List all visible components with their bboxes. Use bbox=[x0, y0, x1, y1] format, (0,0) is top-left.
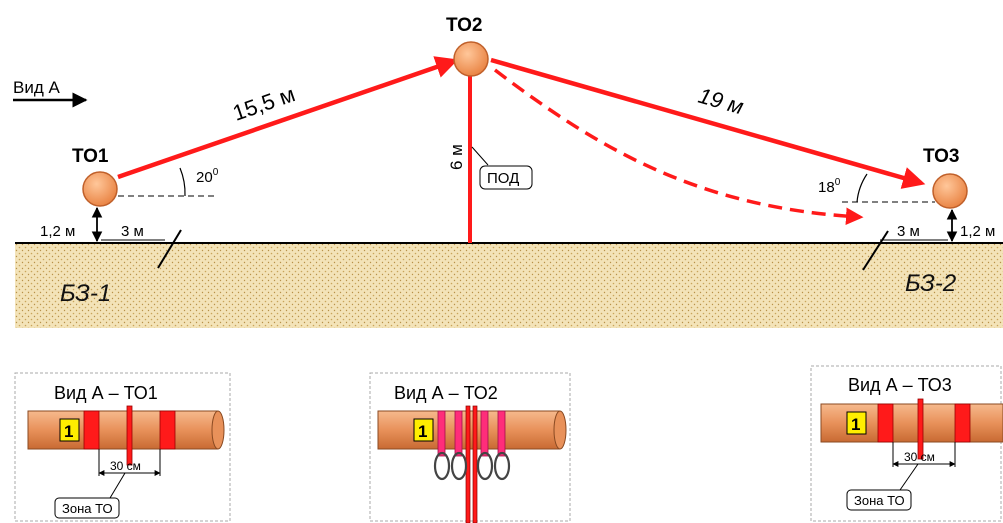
angle-left-value: 200 bbox=[196, 167, 219, 186]
zone-boundary-left bbox=[157, 229, 182, 269]
mast-note-callout bbox=[471, 146, 489, 166]
detail-to1-zone: Зона ТО bbox=[62, 501, 113, 516]
detail-to1-pipe bbox=[27, 410, 219, 450]
node-to2-label: ТО2 bbox=[446, 15, 482, 36]
zone-boundary-right bbox=[862, 230, 889, 271]
detail-to3-zone-box bbox=[846, 489, 912, 511]
ground-area bbox=[15, 243, 1003, 328]
angle-left-arc bbox=[179, 167, 186, 197]
detail-to3-band-right bbox=[954, 403, 971, 443]
node-to3-label: ТО3 bbox=[923, 146, 959, 167]
detail-to2-carabiner-1 bbox=[433, 451, 451, 481]
detail-to3-zone: Зона ТО bbox=[854, 493, 905, 508]
detail-to3-rope bbox=[917, 398, 924, 460]
view-arrow-label: Вид А bbox=[13, 78, 60, 97]
detail-to1-zone-box bbox=[54, 497, 120, 519]
span-right-rope bbox=[490, 57, 926, 189]
detail-panel-to2: Вид А – ТО2 1 bbox=[369, 372, 571, 523]
dim-left-offset: 3 м bbox=[121, 223, 144, 240]
detail-to3-band-left bbox=[877, 403, 894, 443]
detail-to1-band-right bbox=[159, 410, 176, 450]
detail-to1-width: 30 см bbox=[110, 459, 141, 473]
angle-right-value: 180 bbox=[818, 177, 841, 196]
detail-to2-clamp-4 bbox=[497, 410, 506, 457]
detail-to2-title: Вид А – ТО2 bbox=[394, 383, 498, 403]
span-right-sag bbox=[493, 68, 864, 225]
detail-to1-number-box bbox=[59, 418, 80, 442]
dim-right-offset: 3 м bbox=[897, 223, 920, 240]
detail-to1-band-left bbox=[83, 410, 100, 450]
zone-label-left: БЗ-1 bbox=[60, 280, 111, 307]
node-to2 bbox=[453, 41, 489, 77]
detail-to2-number-box bbox=[413, 418, 434, 442]
detail-to3-title: Вид А – ТО3 bbox=[848, 375, 952, 395]
detail-panel-to1: Вид А – ТО1 1 30 см Зона ТО bbox=[14, 372, 231, 522]
detail-panel-to3: Вид А – ТО3 1 30 см Зона ТО bbox=[810, 365, 1003, 522]
node-to1 bbox=[82, 171, 118, 207]
detail-to1-title: Вид А – ТО1 bbox=[54, 383, 158, 403]
detail-to3-number: 1 bbox=[851, 415, 860, 434]
node-to1-label: ТО1 bbox=[72, 146, 109, 167]
detail-to2-clamp-2 bbox=[454, 410, 463, 457]
node-to3 bbox=[932, 173, 968, 209]
detail-to2-clamp-1 bbox=[437, 410, 446, 457]
span-right-length: 19 м bbox=[696, 83, 747, 120]
mast-height-label: 6 м bbox=[447, 144, 466, 170]
detail-to3-number-box bbox=[846, 411, 867, 435]
dim-right-height: 1,2 м bbox=[960, 223, 995, 240]
detail-to1-rope bbox=[126, 405, 133, 466]
detail-to2-carabiner-4 bbox=[493, 451, 511, 481]
angle-right-arc bbox=[856, 173, 868, 203]
detail-to2-number: 1 bbox=[418, 422, 427, 441]
detail-to2-clamp-3 bbox=[480, 410, 489, 457]
mast-note-box bbox=[479, 165, 533, 190]
span-left-rope bbox=[117, 56, 459, 180]
detail-to3-width: 30 см bbox=[904, 450, 935, 464]
mast-note-label: ПОД bbox=[487, 170, 519, 187]
zone-label-right: БЗ-2 bbox=[905, 270, 956, 297]
detail-to2-carabiner-3 bbox=[476, 451, 494, 481]
detail-to2-rope-b bbox=[472, 405, 478, 523]
detail-to2-carabiner-2 bbox=[450, 451, 468, 481]
detail-to1-number: 1 bbox=[64, 422, 73, 441]
dim-left-height: 1,2 м bbox=[40, 223, 75, 240]
